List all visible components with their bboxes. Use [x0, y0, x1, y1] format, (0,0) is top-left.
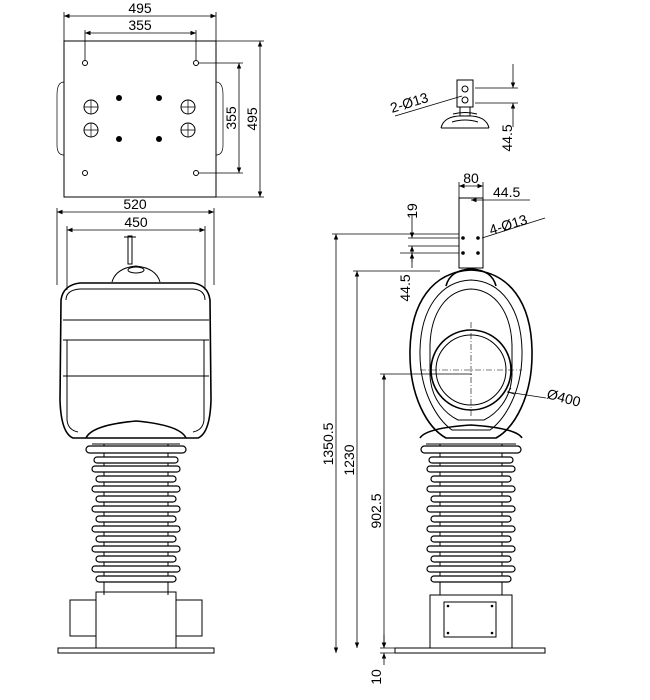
side-diameter-label: Ø400	[545, 385, 582, 409]
side-base-thickness-label: 10	[368, 669, 384, 685]
side-holes-label: 4-Ø13	[487, 211, 529, 238]
top-hole-spacing-label: 355	[128, 17, 152, 33]
top-view: 495 355 355 495	[56, 0, 264, 198]
side-total-height-label: 1350.5	[320, 422, 336, 465]
front-base-width-label: 520	[123, 196, 147, 212]
front-sheds	[85, 445, 187, 583]
top-view-outline	[63, 40, 217, 198]
top-width-label: 495	[128, 0, 152, 16]
front-tank-width-label: 450	[124, 214, 148, 230]
terminal-detail-height-label: 44.5	[499, 124, 515, 151]
terminal-detail: 2-Ø13 44.5	[388, 64, 518, 152]
top-side-height-label: 495	[244, 107, 260, 131]
side-center-height-label: 902.5	[368, 493, 384, 528]
side-mid-height-label: 1230	[341, 444, 357, 475]
side-terminal-gap-label: 19	[404, 203, 420, 219]
side-view: 80 44.5 4-Ø13 19 44.5 1350.5 1230 902.5	[320, 170, 583, 685]
top-side-spacing-label: 355	[223, 106, 239, 130]
side-terminal-width-label: 80	[463, 170, 479, 186]
front-view: 520 450	[56, 196, 215, 654]
side-sheds	[420, 445, 522, 583]
side-terminal-offset-label: 44.5	[493, 184, 520, 200]
side-terminal-height-label: 44.5	[397, 274, 413, 301]
